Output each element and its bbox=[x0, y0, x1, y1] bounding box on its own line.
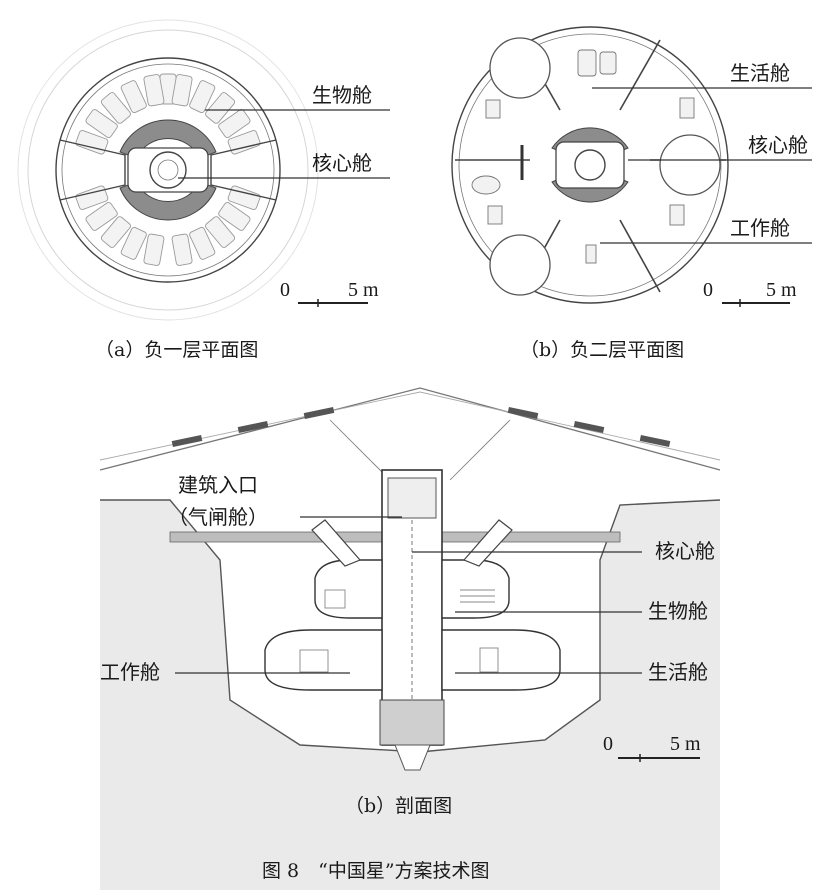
scale-bar-a: 0 5 m bbox=[280, 279, 379, 307]
label-core-section: 核心舱 bbox=[655, 539, 715, 563]
caption-section: （b）剖面图 bbox=[345, 795, 452, 817]
label-life-cabin-b: 生活舱 bbox=[730, 61, 790, 85]
scale-five-a: 5 m bbox=[348, 279, 379, 301]
label-work-cabin-b: 工作舱 bbox=[730, 216, 790, 240]
label-bio-section: 生物舱 bbox=[648, 599, 708, 623]
plan-level-1 bbox=[17, 19, 319, 321]
scale-bar-b: 0 5 m bbox=[703, 279, 797, 307]
plan-level-2 bbox=[451, 26, 729, 304]
label-work-section: 工作舱 bbox=[100, 660, 160, 684]
bio-cabin-modules bbox=[74, 73, 262, 267]
label-core-cabin-b: 核心舱 bbox=[748, 133, 808, 157]
scale-five-section: 5 m bbox=[670, 733, 701, 755]
scale-zero-a: 0 bbox=[280, 279, 290, 301]
figure-title: 图 8 “中国星”方案技术图 bbox=[262, 860, 490, 882]
scale-five-b: 5 m bbox=[766, 279, 797, 301]
label-core-cabin-a: 核心舱 bbox=[312, 151, 372, 175]
label-entry-line2: （气闸舱） bbox=[168, 505, 268, 529]
caption-b-plan: （b）负二层平面图 bbox=[520, 339, 684, 361]
label-entry-line1: 建筑入口 bbox=[178, 473, 258, 497]
section-drawing bbox=[99, 387, 721, 890]
caption-a: （a）负一层平面图 bbox=[95, 339, 258, 361]
label-bio-cabin-a: 生物舱 bbox=[312, 83, 372, 107]
scale-zero-section: 0 bbox=[603, 733, 613, 755]
scale-zero-b: 0 bbox=[703, 279, 713, 301]
label-life-section: 生活舱 bbox=[648, 660, 708, 684]
scale-bar-section: 0 5 m bbox=[603, 733, 701, 762]
